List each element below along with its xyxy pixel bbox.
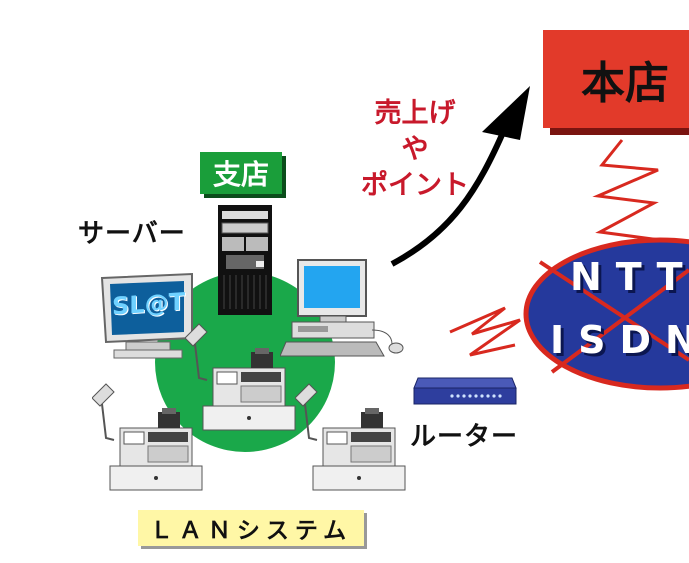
isdn-label: ISDN (550, 318, 689, 362)
branch-label: 支店 (200, 152, 282, 194)
ntt-label: NTT (570, 255, 689, 299)
server-tower-icon (218, 205, 272, 315)
slat-monitor-icon (100, 272, 193, 359)
pos-register-icon (92, 383, 203, 491)
sales-points-label: 売上げ や ポイント (340, 96, 490, 204)
router-label: ルーター (410, 422, 519, 452)
points-label: ポイント (361, 170, 469, 201)
lan-system-label: ＬＡＮシステム (138, 510, 364, 546)
pc-workstation-icon (280, 259, 404, 357)
slat-logo: SL@T (112, 287, 185, 321)
head-office-box: 本店 (543, 30, 689, 128)
server-label: サーバー (78, 219, 186, 249)
head-office-label: 本店 (581, 58, 669, 109)
sales-label: 売上げ (374, 98, 456, 129)
pos-register-icon (295, 383, 406, 491)
router-icon (413, 377, 517, 405)
and-label: や (401, 134, 429, 165)
